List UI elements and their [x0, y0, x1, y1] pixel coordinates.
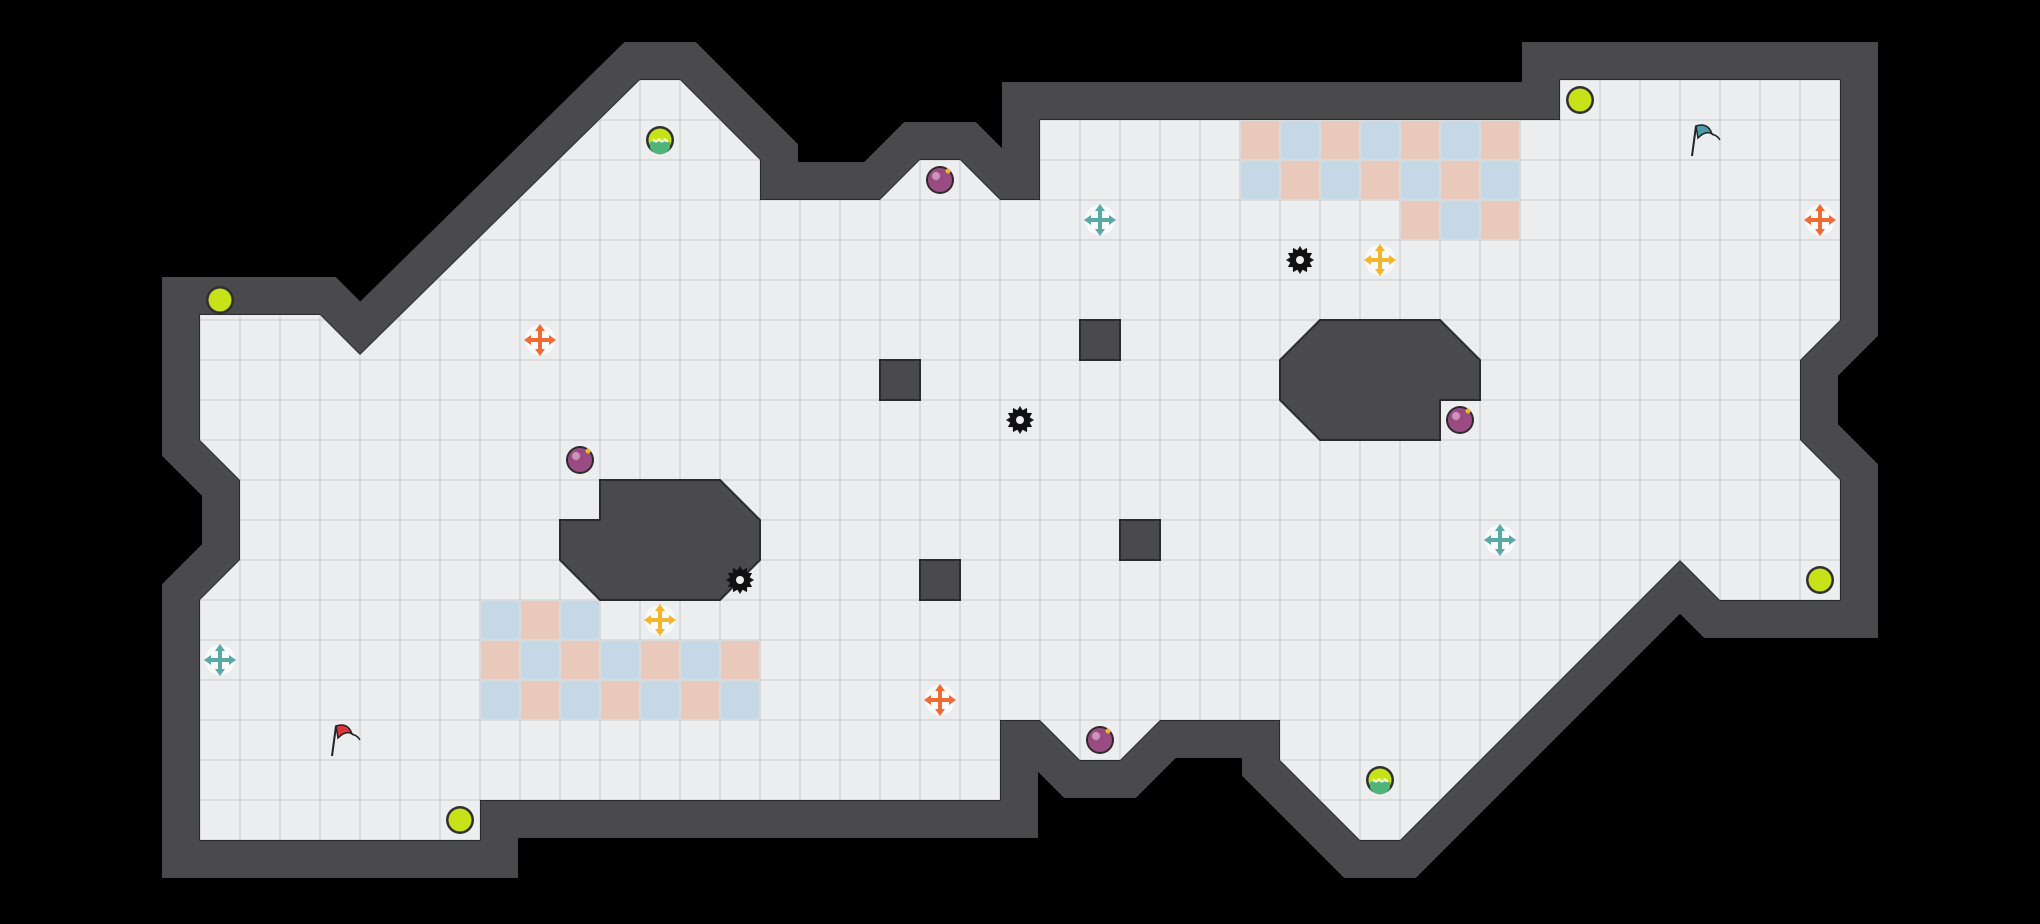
orb-icon [1446, 406, 1474, 434]
colored-tile [721, 641, 759, 679]
colored-tile [481, 681, 519, 719]
colored-tile [1361, 161, 1399, 199]
arrow-pad-icon [1084, 204, 1116, 236]
colored-tile [1361, 121, 1399, 159]
interior-wall-left [559, 479, 761, 601]
colored-tile [1481, 121, 1519, 159]
colored-tile [481, 641, 519, 679]
colored-tile [1441, 121, 1479, 159]
colored-tile [521, 681, 559, 719]
colored-tile [721, 681, 759, 719]
colored-tile [1321, 161, 1359, 199]
colored-tile [1441, 201, 1479, 239]
colored-tile [1441, 161, 1479, 199]
block [1079, 319, 1121, 361]
colored-tile [1481, 201, 1519, 239]
arrow-pad-icon [1804, 204, 1836, 236]
colored-tile [561, 641, 599, 679]
orb-icon [926, 166, 954, 194]
orb-icon [566, 446, 594, 474]
colored-tile [1241, 161, 1279, 199]
goal-flag-icon [1691, 124, 1721, 157]
block [919, 559, 961, 601]
colored-tile [601, 641, 639, 679]
saw-icon [726, 566, 754, 594]
colored-tile [681, 681, 719, 719]
interior-wall-right [1279, 319, 1481, 441]
colored-tile [641, 681, 679, 719]
colored-tile [561, 601, 599, 639]
spring-coin-icon [646, 126, 674, 155]
arrow-pad-icon [204, 644, 236, 676]
colored-tile [1401, 161, 1439, 199]
orb-icon [1086, 726, 1114, 754]
arrow-pad-icon [924, 684, 956, 716]
arrow-pad-icon [1484, 524, 1516, 556]
coin-icon [446, 806, 474, 834]
saw-icon [1006, 406, 1034, 434]
colored-tile [521, 601, 559, 639]
arrow-pad-icon [644, 604, 676, 636]
colored-tile [601, 681, 639, 719]
colored-tile [1321, 121, 1359, 159]
spring-coin-icon [1366, 766, 1394, 795]
colored-tile [1281, 121, 1319, 159]
saw-icon [1286, 246, 1314, 274]
colored-tile [481, 601, 519, 639]
arrow-pad-icon [524, 324, 556, 356]
colored-tile [1481, 161, 1519, 199]
coin-icon [206, 286, 234, 314]
colored-tile [641, 641, 679, 679]
colored-tile-layer [481, 121, 1519, 719]
block [879, 359, 921, 401]
coin-icon [1806, 566, 1834, 594]
spawn-flag-icon [331, 724, 361, 757]
colored-tile [561, 681, 599, 719]
colored-tile [1401, 201, 1439, 239]
colored-tile [681, 641, 719, 679]
colored-tile [521, 641, 559, 679]
colored-tile [1281, 161, 1319, 199]
colored-tile [1241, 121, 1279, 159]
entity-layer [204, 86, 1836, 834]
colored-tile [1401, 121, 1439, 159]
arrow-pad-icon [1364, 244, 1396, 276]
coin-icon [1566, 86, 1594, 114]
block [1119, 519, 1161, 561]
